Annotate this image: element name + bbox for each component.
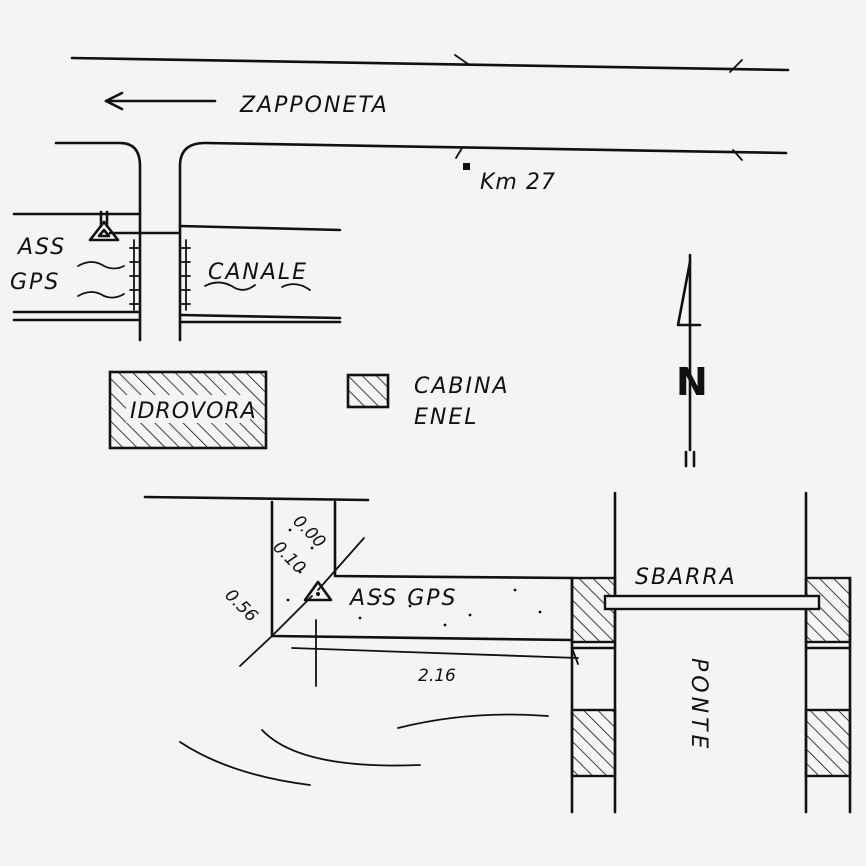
- label-sbarra: SBARRA: [635, 565, 737, 590]
- label-zapponeta: ZAPPONETA: [239, 93, 389, 118]
- label-ass-top: ASS: [16, 235, 66, 260]
- label-north: N: [676, 360, 710, 404]
- direction-arrow: [104, 91, 217, 111]
- label-gps-top: GPS: [10, 270, 60, 295]
- gps-marker-top: [88, 210, 120, 242]
- label-canale: CANALE: [208, 260, 308, 285]
- north-arrow: [676, 253, 702, 468]
- dim-2-16: 2.16: [418, 666, 456, 686]
- label-cabina: CABINA: [414, 374, 510, 399]
- site-outline: [143, 495, 574, 642]
- sbarra-barrier: [603, 594, 821, 611]
- canal: [12, 212, 342, 324]
- dimension-lines: [239, 537, 579, 687]
- label-idrovora: IDROVORA: [130, 399, 257, 424]
- gps-marker-bottom: [303, 580, 333, 602]
- ground-curves: [179, 713, 549, 786]
- bridge: [570, 491, 852, 814]
- label-km: Km 27: [480, 170, 556, 195]
- dim-0-10: 0.10: [268, 537, 309, 578]
- cabina-enel-box: [346, 373, 390, 409]
- road-zapponeta: [54, 54, 790, 342]
- label-ponte: PONTE: [686, 658, 711, 752]
- km-marker: [463, 163, 470, 170]
- dim-0-00: 0.00: [288, 511, 329, 552]
- dim-0-56: 0.56: [220, 585, 261, 626]
- label-ass-gps-bottom: ASS GPS: [348, 586, 457, 611]
- label-enel: ENEL: [414, 405, 479, 430]
